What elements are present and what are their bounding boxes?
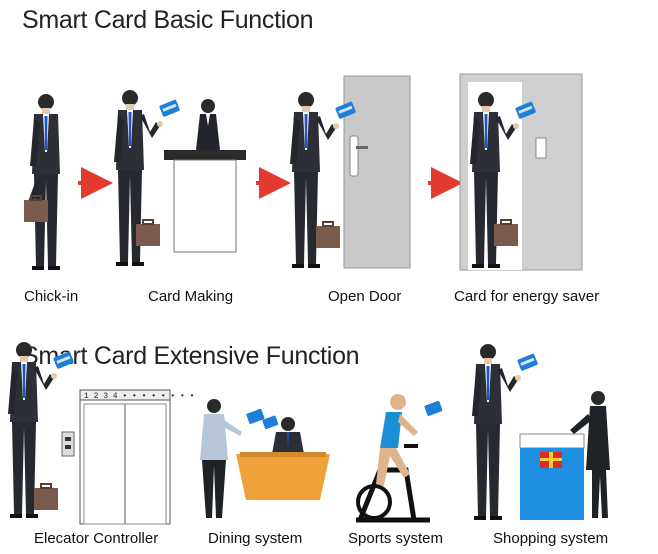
cashier-figure [570, 391, 610, 518]
extensive-function-title: Smart Card Extensive Function [22, 342, 360, 370]
exercise-bike [356, 444, 430, 523]
function-label-sports: Sports system [348, 530, 444, 547]
step-label-energy-saver: Card for energy saver [454, 288, 600, 305]
door-panel [343, 75, 411, 269]
dining-waiter-figure [200, 399, 265, 518]
briefcase-icon [315, 221, 341, 249]
function-label-dining: Dining system [208, 530, 303, 547]
dining-guest-figure [262, 415, 304, 454]
cyclist-figure [376, 394, 443, 486]
gift-box-icon [540, 452, 562, 468]
reception-desk [164, 150, 246, 253]
function-label-elevator: Elecator Controller [34, 530, 159, 547]
elevator-panel [61, 431, 75, 457]
shop-counter [519, 433, 585, 520]
briefcase-icon [33, 483, 59, 511]
checkin-man-figure [28, 94, 60, 270]
elevator-floor-display: 1 2 3 4 • • • • • • • • [84, 392, 194, 401]
function-label-shopping: Shopping system [493, 530, 609, 547]
basic-function-title: Smart Card Basic Function [22, 6, 314, 34]
step-label-checkin: Chick-in [24, 288, 79, 305]
dining-table [236, 452, 330, 500]
receptionist-figure [196, 99, 220, 150]
step-label-card-making: Card Making [148, 288, 234, 305]
step-label-open-door: Open Door [328, 288, 402, 305]
elevator-doors [79, 389, 171, 525]
